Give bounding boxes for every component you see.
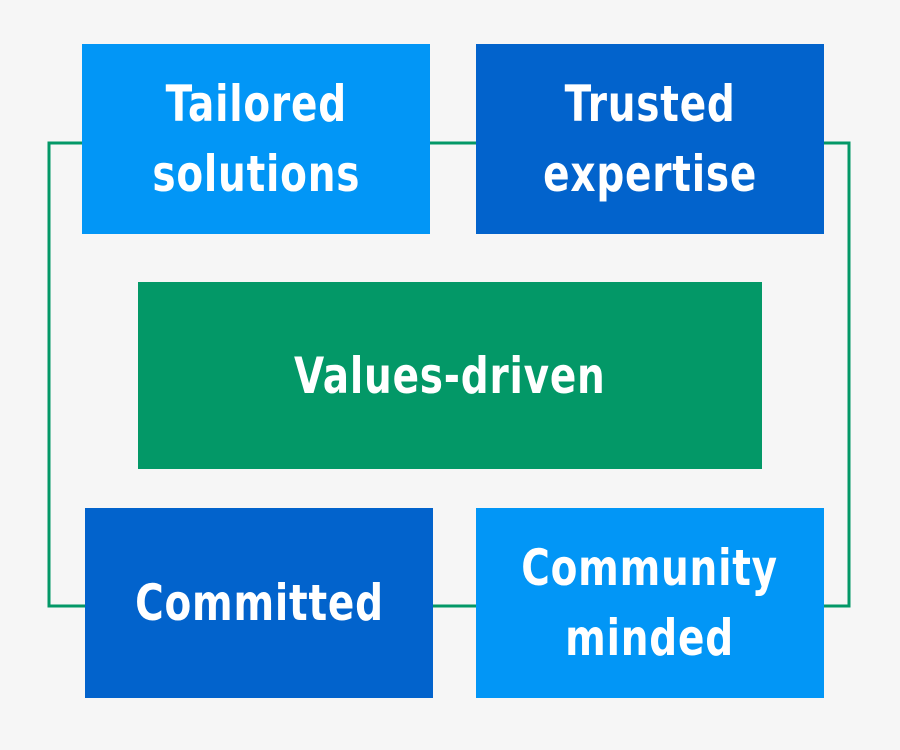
connector-right: [824, 141, 851, 608]
box-label-tailored-solutions: Tailored solutions: [152, 75, 360, 203]
box-label-trusted-expertise: Trusted expertise: [543, 75, 757, 203]
box-label-values-driven: Values-driven: [294, 346, 606, 405]
box-tailored-solutions: Tailored solutions: [82, 44, 430, 234]
box-community-minded: Community minded: [476, 508, 824, 698]
connector-left: [47, 141, 85, 608]
box-label-community-minded: Community minded: [521, 539, 779, 667]
box-trusted-expertise: Trusted expertise: [476, 44, 824, 234]
box-committed: Committed: [85, 508, 433, 698]
box-label-committed: Committed: [134, 574, 384, 632]
box-values-driven: Values-driven: [138, 282, 762, 469]
